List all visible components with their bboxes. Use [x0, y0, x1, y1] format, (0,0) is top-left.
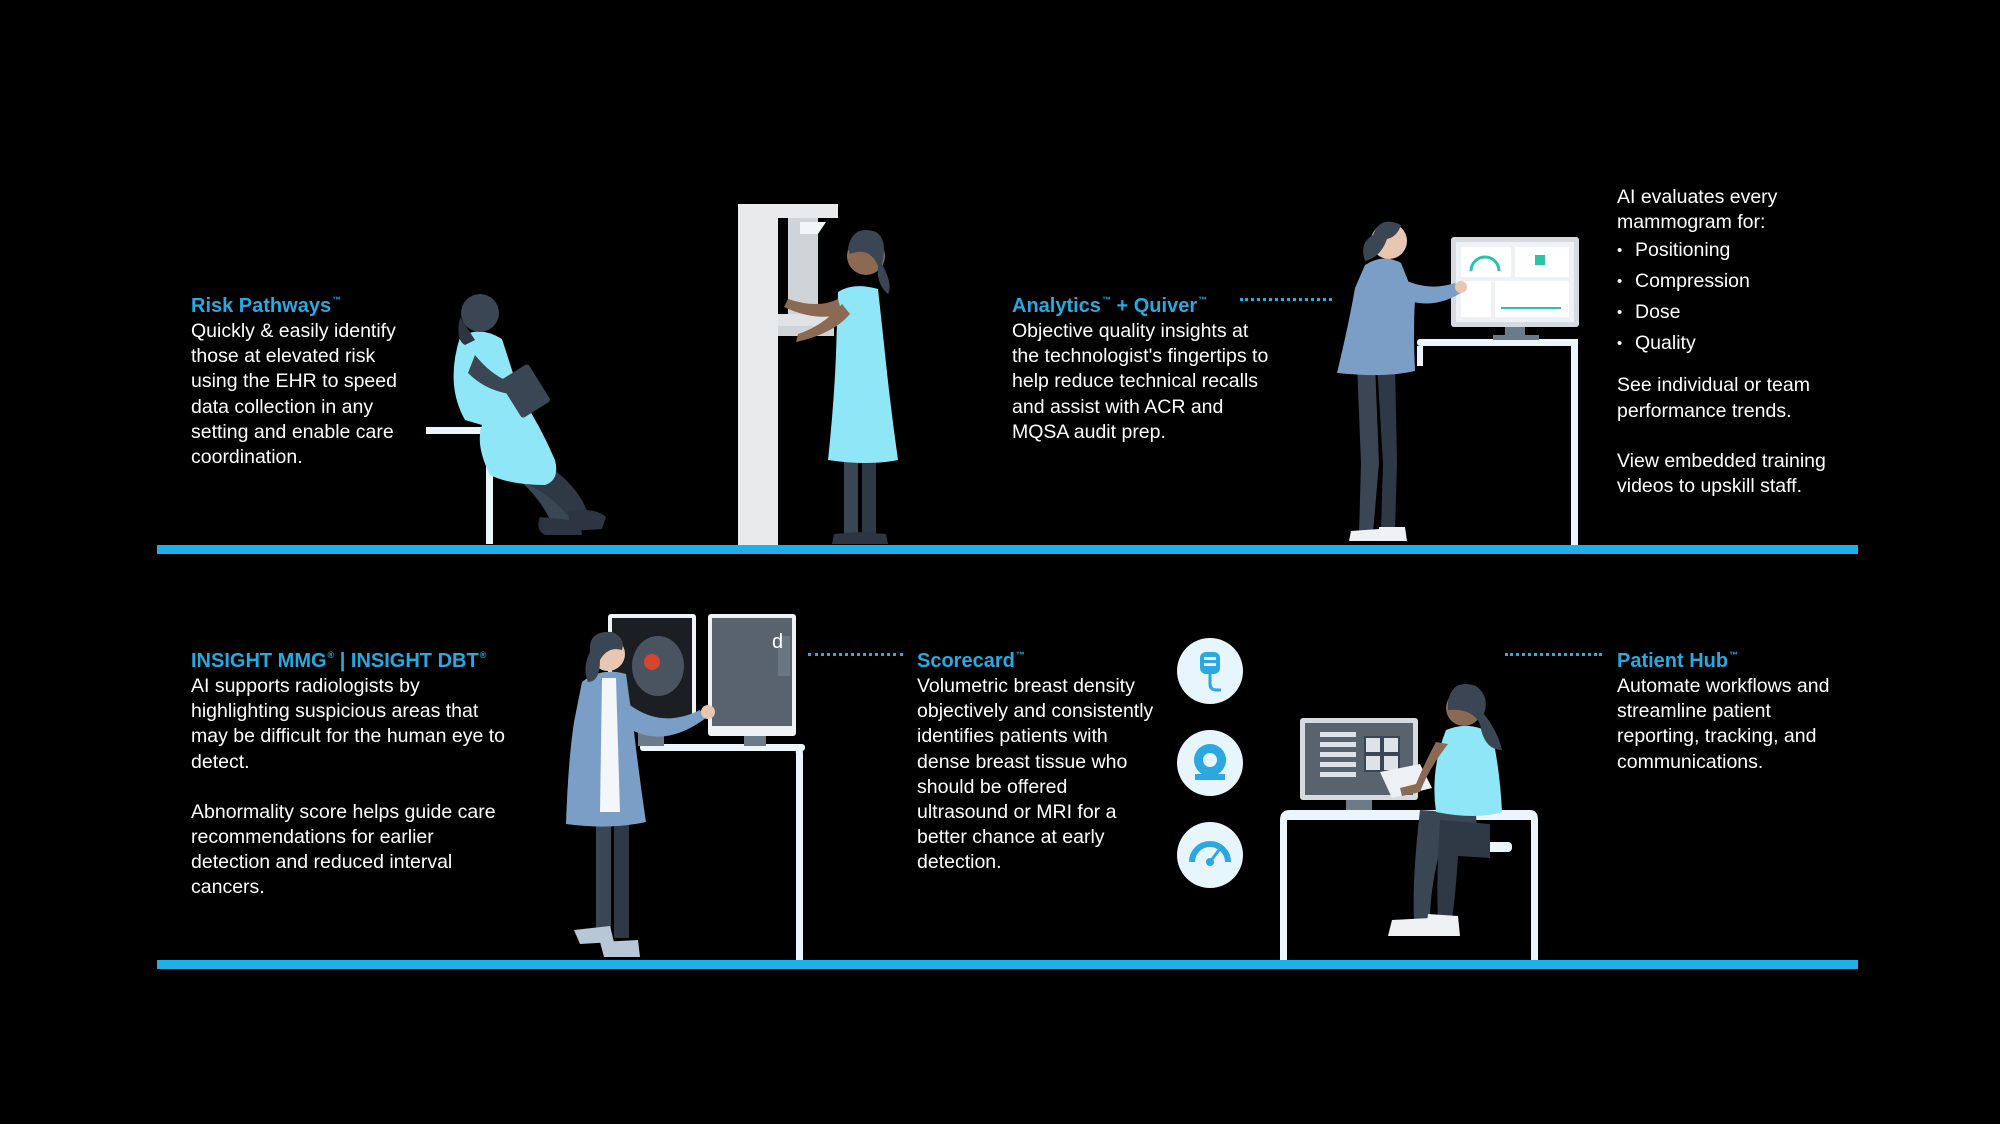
analytics-body: Objective quality insights at the techno… [1012, 320, 1269, 443]
insight-body-1: AI supports radiologists by highlighting… [191, 675, 505, 773]
staff-at-patient-hub-desk-illustration [1280, 684, 1538, 960]
top-row-shelf-divider [157, 545, 1858, 554]
trademark-mark: ™ [1015, 650, 1025, 660]
title-separator: | [334, 650, 351, 672]
performance-trends-text: See individual or team performance trend… [1617, 374, 1810, 422]
patient-hub-description: Automate workflows and streamline patien… [1617, 674, 1847, 775]
monitor-d-letter: d [772, 631, 783, 653]
evaluation-criteria-list: Positioning Compression Dose Quality [1617, 235, 1847, 359]
insight-mmg-title-text: INSIGHT MMG [191, 650, 327, 672]
trademark-mark: ™ [1101, 295, 1111, 305]
technologist-at-analytics-desk-illustration [1337, 221, 1579, 550]
patient-hub-connector-dots [1505, 653, 1602, 656]
insight-title: INSIGHT MMG® | INSIGHT DBT® [191, 642, 486, 674]
risk-pathways-description: Quickly & easily identify those at eleva… [191, 319, 416, 470]
risk-pathways-body: Quickly & easily identify those at eleva… [191, 320, 397, 469]
insight-dbt-title-text: INSIGHT DBT [350, 650, 479, 672]
scorecard-title: Scorecard™ [917, 642, 1025, 674]
scorecard-body: Volumetric breast density objectively an… [917, 675, 1154, 874]
mri-scanner-icon [1177, 730, 1243, 796]
risk-pathways-title-text: Risk Pathways [191, 295, 332, 317]
analytics-description: Objective quality insights at the techno… [1012, 319, 1277, 445]
analytics-connector-dots [1240, 298, 1332, 301]
list-item: Quality [1617, 328, 1847, 359]
list-item: Compression [1617, 266, 1847, 297]
radiologist-at-workstation-illustration: d [566, 614, 805, 960]
ai-evaluates-intro: AI evaluates every mammogram for: [1617, 186, 1778, 234]
analytics-quiver-title: Analytics™ + Quiver™ [1012, 287, 1207, 319]
ai-evaluates-panel: AI evaluates every mammogram for: Positi… [1617, 185, 1847, 499]
quiver-title-text: + Quiver [1116, 295, 1198, 317]
trademark-mark: ™ [332, 295, 342, 305]
analytics-title-text: Analytics [1012, 295, 1101, 317]
list-item: Positioning [1617, 235, 1847, 266]
risk-pathways-title: Risk Pathways™ [191, 287, 341, 319]
list-item: Dose [1617, 297, 1847, 328]
patient-hub-title: Patient Hub™ [1617, 642, 1738, 674]
bottom-row-shelf-divider [157, 960, 1858, 969]
training-videos-text: View embedded training videos to upskill… [1617, 449, 1826, 498]
mammography-machine-illustration [738, 204, 898, 549]
seated-patient-with-tablet-illustration [426, 294, 606, 544]
density-gauge-icon [1177, 822, 1243, 888]
scorecard-connector-dots [808, 653, 903, 656]
scorecard-title-text: Scorecard [917, 650, 1015, 672]
insight-body-2: Abnormality score helps guide care recom… [191, 800, 496, 899]
registered-mark: ® [327, 650, 335, 660]
ultrasound-probe-icon [1177, 638, 1243, 704]
patient-hub-body: Automate workflows and streamline patien… [1617, 675, 1830, 773]
insight-description: AI supports radiologists by highlighting… [191, 674, 516, 901]
scorecard-description: Volumetric breast density objectively an… [917, 674, 1162, 876]
trademark-mark: ™ [1729, 650, 1739, 660]
registered-mark: ® [479, 650, 487, 660]
patient-hub-title-text: Patient Hub [1617, 650, 1729, 672]
trademark-mark: ™ [1198, 295, 1208, 305]
